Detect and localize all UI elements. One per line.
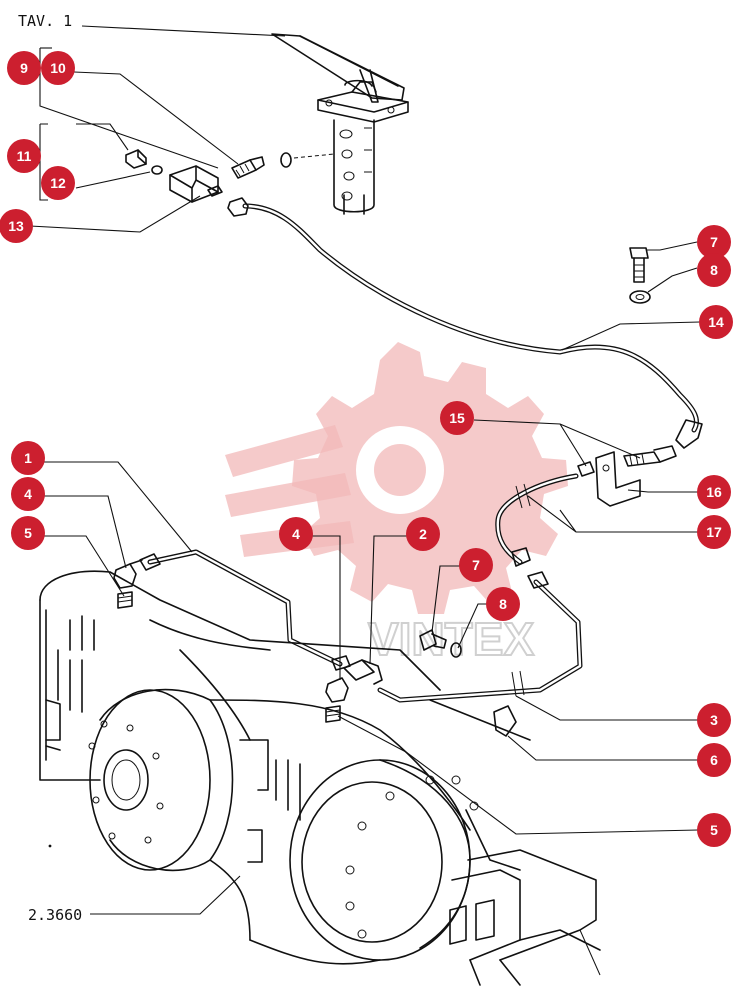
- callout-15[interactable]: 15: [440, 401, 474, 435]
- axle-housing: [39, 570, 531, 965]
- callout-9[interactable]: 9: [7, 51, 41, 85]
- axle-trunnion: [449, 849, 601, 986]
- callout-5-left[interactable]: 5: [11, 516, 45, 550]
- svg-text:6: 6: [710, 752, 718, 768]
- svg-text:2: 2: [419, 526, 427, 542]
- plug-left: [117, 591, 133, 609]
- callout-16[interactable]: 16: [697, 475, 731, 509]
- svg-text:12: 12: [50, 175, 66, 191]
- svg-text:4: 4: [24, 486, 32, 502]
- svg-text:7: 7: [710, 234, 718, 250]
- callout-7-upper[interactable]: 7: [697, 225, 731, 259]
- drawing-number: 2.3660: [28, 906, 82, 924]
- seal-ring: [280, 152, 292, 168]
- svg-text:17: 17: [706, 524, 722, 540]
- washer-lower: [450, 642, 462, 658]
- washer-upper: [629, 290, 651, 304]
- callout-3[interactable]: 3: [697, 703, 731, 737]
- brake-line-upper: [227, 197, 703, 449]
- break-mark: [515, 483, 531, 509]
- svg-text:5: 5: [710, 822, 718, 838]
- banjo-fitting: [231, 156, 265, 179]
- washer: [151, 165, 163, 175]
- valve-block: [169, 165, 223, 203]
- leader-table: [81, 25, 286, 37]
- callout-13[interactable]: 13: [0, 209, 33, 243]
- leader-lines: [29, 47, 701, 915]
- callout-1[interactable]: 1: [11, 441, 45, 475]
- svg-text:7: 7: [472, 557, 480, 573]
- hose-nut: [577, 461, 595, 477]
- mounting-bracket: [595, 451, 641, 507]
- callout-8-lower[interactable]: 8: [486, 587, 520, 621]
- callout-11[interactable]: 11: [7, 139, 41, 173]
- callout-8-upper[interactable]: 8: [697, 253, 731, 287]
- svg-text:10: 10: [50, 60, 66, 76]
- flexible-hose: [495, 473, 579, 567]
- callout-17[interactable]: 17: [697, 515, 731, 549]
- svg-text:8: 8: [710, 262, 718, 278]
- callout-4-center[interactable]: 4: [279, 517, 313, 551]
- union-fitting: [623, 445, 677, 467]
- brake-line-lower: [139, 549, 583, 703]
- callout-10[interactable]: 10: [41, 51, 75, 85]
- svg-text:1: 1: [24, 450, 32, 466]
- svg-text:4: 4: [292, 526, 300, 542]
- callout-4-left[interactable]: 4: [11, 477, 45, 511]
- bolt-lower: [419, 629, 447, 651]
- svg-text:11: 11: [17, 148, 32, 164]
- pipe-clip: [493, 705, 517, 737]
- watermark-text: VINTEX: [368, 613, 534, 665]
- elbow-fitting-center: [325, 677, 349, 703]
- svg-text:15: 15: [449, 410, 465, 426]
- bolt-upper: [629, 247, 649, 283]
- brake-pedal-assembly: [271, 33, 409, 215]
- svg-text:9: 9: [20, 60, 28, 76]
- callout-7-lower[interactable]: 7: [459, 548, 493, 582]
- table-label: TAV. 1: [18, 12, 72, 30]
- watermark-gear-logo: [225, 342, 568, 614]
- callout-6[interactable]: 6: [697, 743, 731, 777]
- callout-5-lower[interactable]: 5: [697, 813, 731, 847]
- svg-text:3: 3: [710, 712, 718, 728]
- svg-text:16: 16: [706, 484, 722, 500]
- elbow-fitting-left: [113, 559, 143, 589]
- assembly-line: [293, 153, 335, 159]
- callout-2[interactable]: 2: [406, 517, 440, 551]
- svg-text:5: 5: [24, 525, 32, 541]
- break-mark-lower: [511, 670, 525, 697]
- svg-text:13: 13: [8, 218, 24, 234]
- svg-text:8: 8: [499, 596, 507, 612]
- callout-12[interactable]: 12: [41, 166, 75, 200]
- fitting-nut: [125, 149, 147, 169]
- callout-14[interactable]: 14: [699, 305, 733, 339]
- svg-text:14: 14: [708, 314, 724, 330]
